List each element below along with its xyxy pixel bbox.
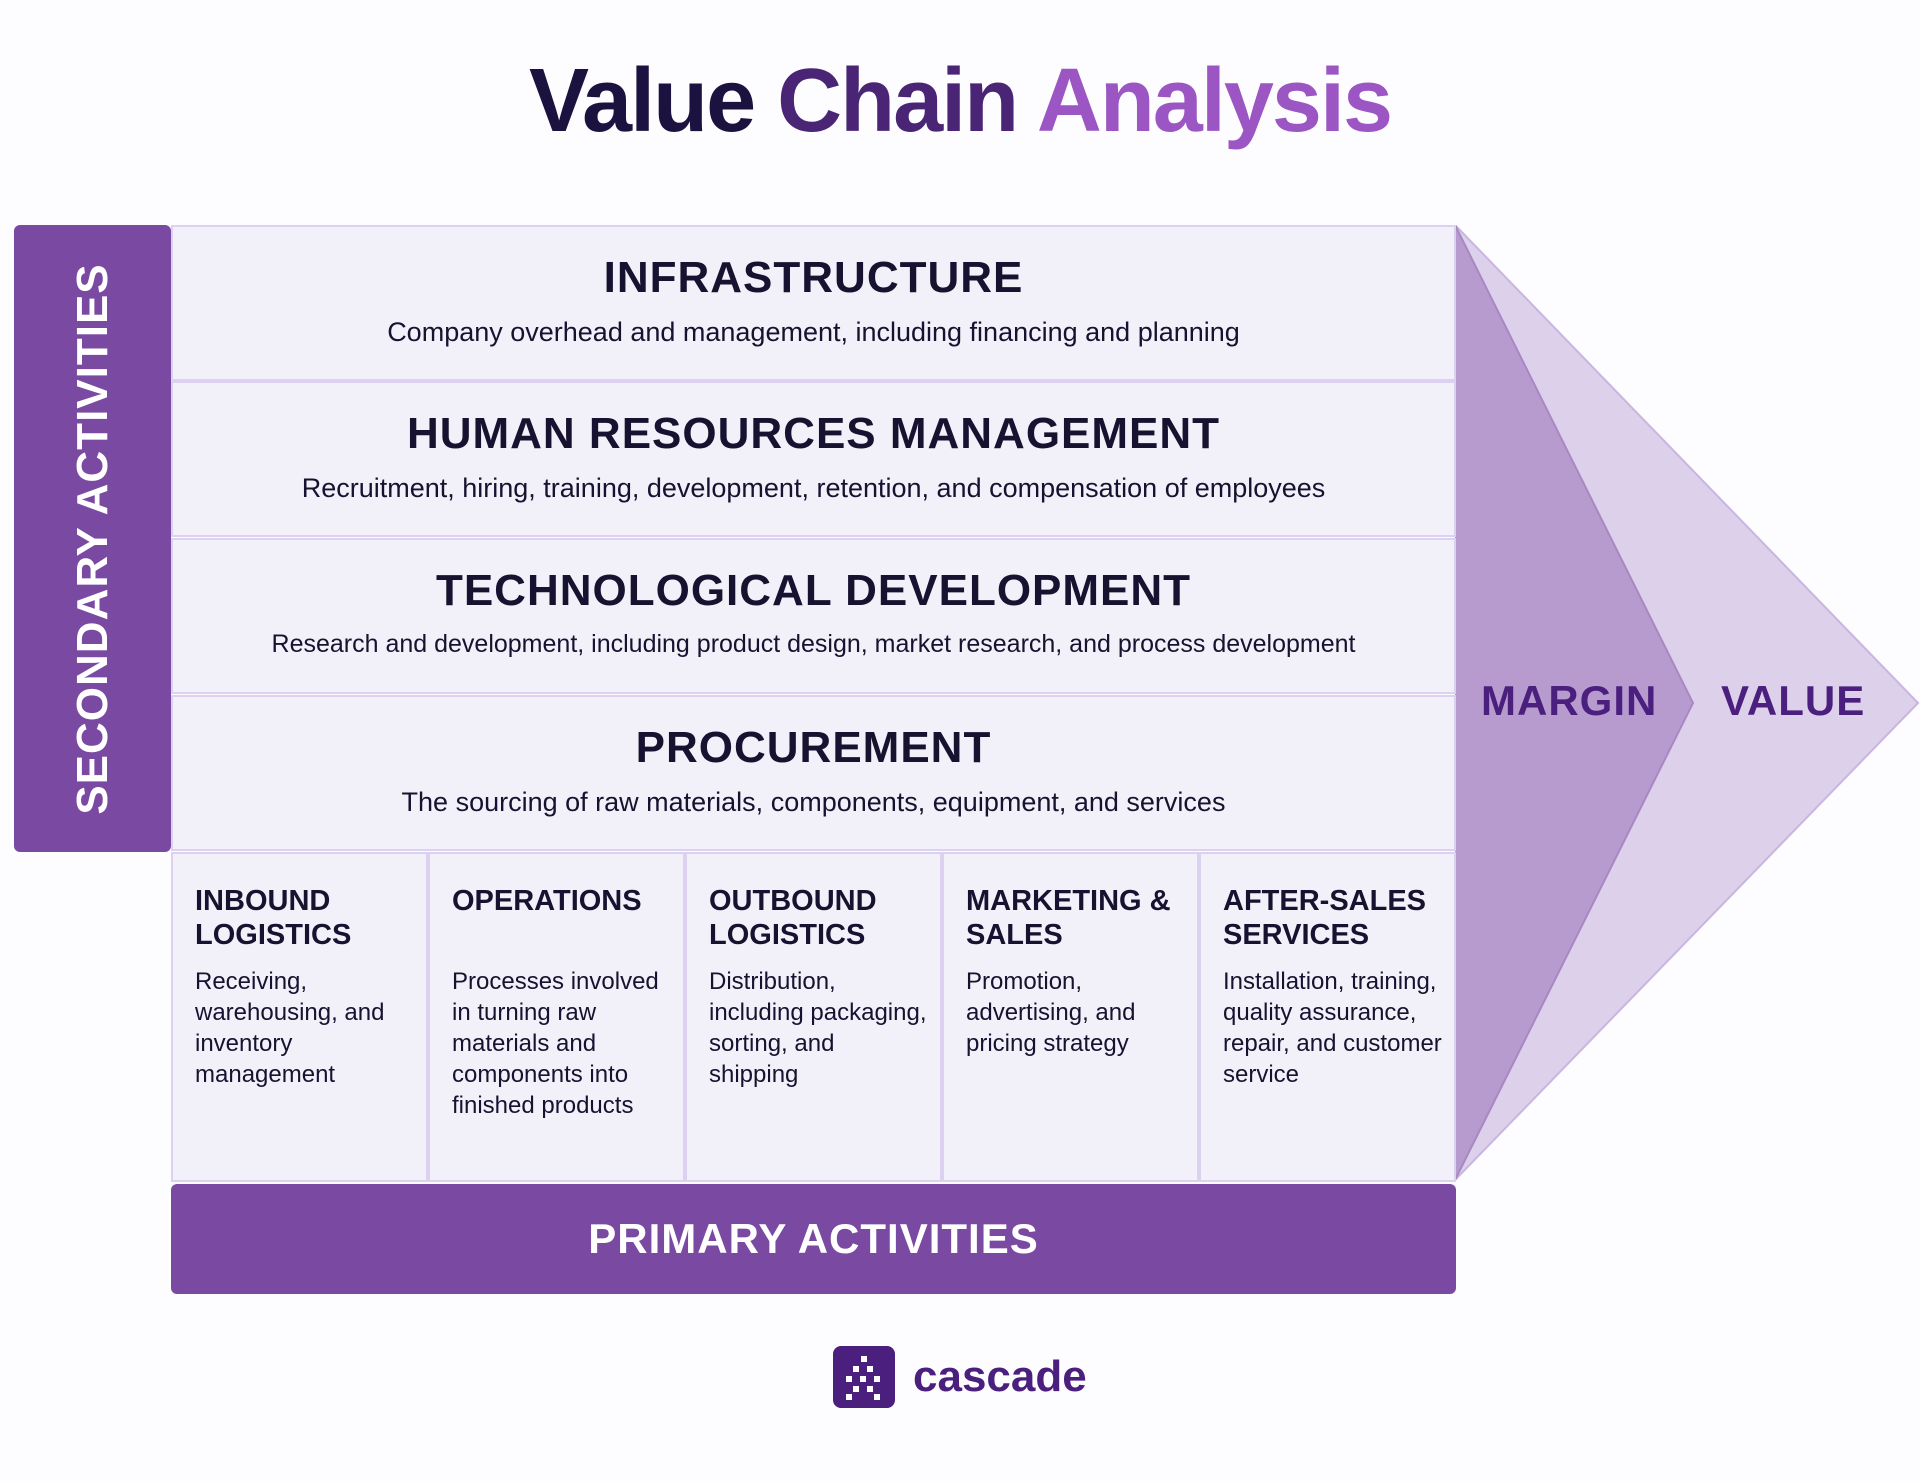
row-procurement: PROCUREMENT The sourcing of raw material… [171,695,1456,851]
col-description: Receiving, warehousing, and inventory ma… [195,968,385,1088]
primary-activities-bar: PRIMARY ACTIVITIES [171,1184,1456,1294]
row-description: The sourcing of raw materials, component… [401,787,1226,817]
secondary-activities-bar: SECONDARY ACTIVITIES [14,225,171,852]
title-word-1: Value [528,51,756,151]
col-description: Processes involved in turning raw materi… [452,968,659,1119]
margin-arrow [1455,225,1695,1180]
title-word-3: Analysis [1036,51,1393,151]
col-title: MARKETING & SALES [966,885,1171,951]
cascade-logo-icon [833,1346,895,1408]
value-label: VALUE [1721,677,1866,724]
row-description: Company overhead and management, includi… [387,317,1240,347]
col-operations: OPERATIONS Processes involved in turning… [428,852,685,1182]
cascade-logo-dots [846,1356,880,1400]
brand-name: cascade [913,1352,1087,1401]
page-title: Value Chain Analysis [0,52,1920,151]
secondary-activities-label: SECONDARY ACTIVITIES [67,262,117,815]
col-title: AFTER-SALES SERVICES [1223,885,1426,951]
row-technological-development: TECHNOLOGICAL DEVELOPMENT Research and d… [171,538,1456,694]
row-title: HUMAN RESOURCES MANAGEMENT [406,409,1221,458]
row-infrastructure: INFRASTRUCTURE Company overhead and mana… [171,225,1456,381]
col-description: Distribution, including packaging, sorti… [709,968,927,1088]
margin-value-arrow [1455,225,1920,1180]
col-description: Installation, training, quality assuranc… [1223,968,1442,1088]
row-description: Research and development, including prod… [271,630,1356,658]
title-word-2: Chain [777,51,1019,151]
col-title: INBOUND LOGISTICS [195,885,352,951]
row-title: INFRASTRUCTURE [603,253,1024,302]
row-title: TECHNOLOGICAL DEVELOPMENT [435,566,1192,615]
margin-label: MARGIN [1481,677,1658,724]
col-title: OUTBOUND LOGISTICS [709,885,877,951]
col-inbound-logistics: INBOUND LOGISTICS Receiving, warehousing… [171,852,428,1182]
row-human-resources: HUMAN RESOURCES MANAGEMENT Recruitment, … [171,381,1456,537]
row-description: Recruitment, hiring, training, developme… [301,473,1326,503]
row-title: PROCUREMENT [635,723,992,772]
col-description: Promotion, advertising, and pricing stra… [966,968,1136,1057]
col-marketing-sales: MARKETING & SALES Promotion, advertising… [942,852,1199,1182]
col-outbound-logistics: OUTBOUND LOGISTICS Distribution, includi… [685,852,942,1182]
col-after-sales-services: AFTER-SALES SERVICES Installation, train… [1199,852,1456,1182]
col-title: OPERATIONS [452,885,642,917]
primary-activities-label: PRIMARY ACTIVITIES [588,1215,1039,1262]
